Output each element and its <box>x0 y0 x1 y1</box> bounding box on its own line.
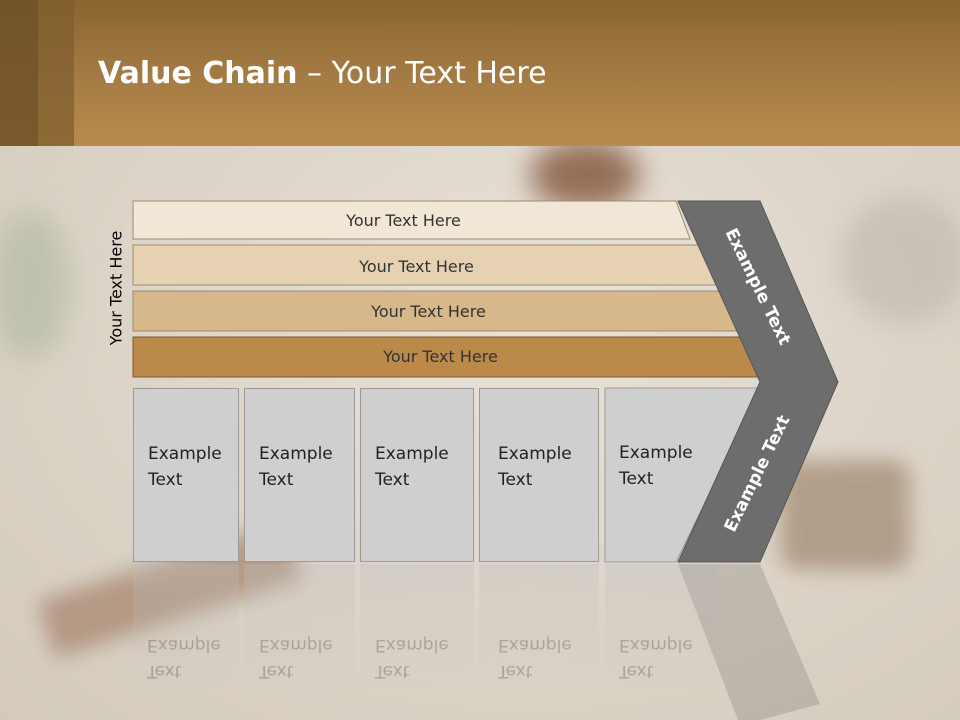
bar-1-shape <box>132 200 691 240</box>
header-band: Value Chain – Your Text Here <box>0 0 960 146</box>
header-stripe-mid <box>38 0 74 146</box>
header-stripe-dark <box>0 0 38 146</box>
bar-4[interactable]: Your Text Here <box>383 346 498 366</box>
background-gavel-block <box>780 460 910 570</box>
slide-title[interactable]: Value Chain – Your Text Here <box>98 56 547 91</box>
background-seal-right <box>840 195 960 325</box>
background-gavel-head <box>530 140 640 210</box>
reflection-box-1 <box>133 564 239 694</box>
reflection-chevron <box>678 564 820 720</box>
chevron-shape <box>677 200 839 563</box>
reflection-box-3 <box>360 564 474 694</box>
box-5-shape <box>604 387 762 563</box>
bar-2[interactable]: Your Text Here <box>359 256 474 276</box>
reflection-box-4 <box>479 564 599 694</box>
bar-1[interactable]: Your Text Here <box>346 210 461 230</box>
reflection-box-2 <box>244 564 355 694</box>
bar-3[interactable]: Your Text Here <box>371 301 486 321</box>
background-seal-left <box>0 210 70 360</box>
reflection-box-5 <box>605 564 715 694</box>
